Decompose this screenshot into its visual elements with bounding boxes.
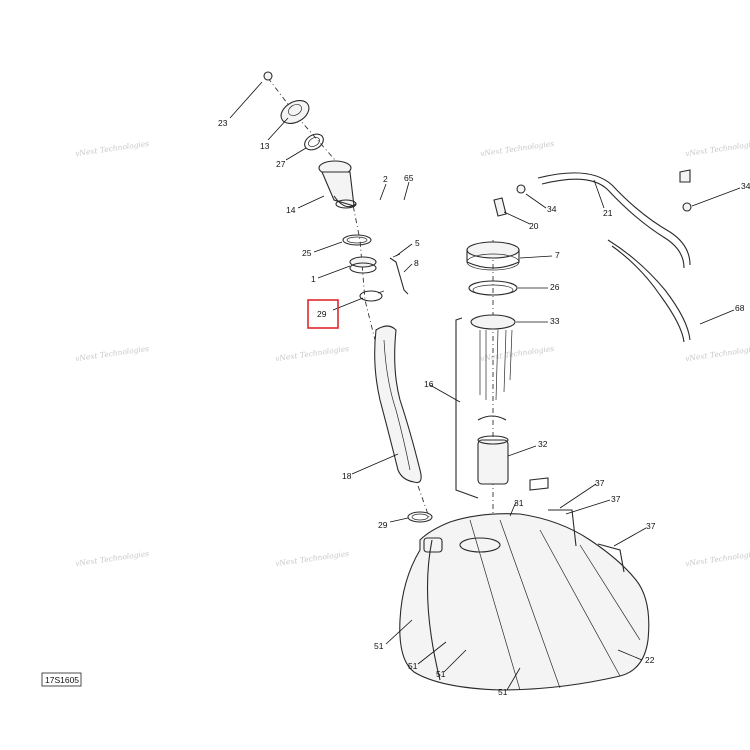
part-18-hose[interactable] bbox=[374, 325, 422, 484]
part-16-pump-module[interactable] bbox=[455, 314, 549, 499]
callout-51[interactable]: 51 bbox=[436, 669, 446, 679]
callout-23[interactable]: 23 bbox=[218, 118, 228, 128]
callout-33[interactable]: 33 bbox=[550, 316, 560, 326]
part-7-lock-ring[interactable] bbox=[466, 241, 520, 271]
callout-7[interactable]: 7 bbox=[555, 250, 560, 260]
part-23-vent[interactable] bbox=[263, 71, 273, 81]
callouts: 23 13 27 14 2 65 25 5 1 8 29 18 29 16 7 … bbox=[218, 118, 750, 697]
callout-34[interactable]: 34 bbox=[547, 204, 557, 214]
watermark: vNext Technologies bbox=[75, 549, 150, 568]
watermark: vNext Technologies bbox=[275, 344, 350, 363]
callout-51[interactable]: 51 bbox=[408, 661, 418, 671]
callout-32[interactable]: 32 bbox=[538, 439, 548, 449]
callout-37[interactable]: 37 bbox=[595, 478, 605, 488]
part-68-hose[interactable] bbox=[607, 239, 691, 343]
part-27-gasket[interactable] bbox=[302, 131, 326, 153]
watermark: vNext Technologies bbox=[685, 549, 750, 568]
callout-26[interactable]: 26 bbox=[550, 282, 560, 292]
part-13-cap[interactable] bbox=[277, 96, 313, 128]
part-8-bracket[interactable] bbox=[389, 253, 409, 295]
watermark: vNext Technologies bbox=[75, 139, 150, 158]
callout-37[interactable]: 37 bbox=[611, 494, 621, 504]
part-1-ring[interactable] bbox=[349, 256, 377, 274]
callout-51[interactable]: 51 bbox=[374, 641, 384, 651]
callout-37[interactable]: 37 bbox=[646, 521, 656, 531]
callout-8[interactable]: 8 bbox=[414, 258, 419, 268]
callout-25[interactable]: 25 bbox=[302, 248, 312, 258]
filler-axis bbox=[267, 77, 431, 521]
part-25-clamp[interactable] bbox=[342, 234, 372, 246]
watermark: vNext Technologies bbox=[685, 139, 750, 158]
watermark: vNext Technologies bbox=[75, 344, 150, 363]
callout-2[interactable]: 2 bbox=[383, 174, 388, 184]
callout-1[interactable]: 1 bbox=[311, 274, 316, 284]
callout-16[interactable]: 16 bbox=[424, 379, 434, 389]
watermark: vNext Technologies bbox=[275, 549, 350, 568]
watermark: vNext Technologies bbox=[480, 344, 555, 363]
callout-14[interactable]: 14 bbox=[286, 205, 296, 215]
part-29-clamp-upper[interactable] bbox=[359, 290, 385, 302]
callout-29[interactable]: 29 bbox=[378, 520, 388, 530]
callout-20[interactable]: 20 bbox=[529, 221, 539, 231]
callout-5[interactable]: 5 bbox=[415, 238, 420, 248]
callout-18[interactable]: 18 bbox=[342, 471, 352, 481]
part-14-filler-neck[interactable] bbox=[318, 160, 357, 209]
part-21-vent-tube[interactable] bbox=[537, 172, 691, 269]
watermarks: vNext Technologies vNext Technologies vN… bbox=[75, 139, 750, 568]
callout-34-right[interactable]: 34 bbox=[741, 181, 750, 191]
part-37-straps[interactable] bbox=[548, 509, 625, 573]
callout-27[interactable]: 27 bbox=[276, 159, 286, 169]
watermark: vNext Technologies bbox=[685, 344, 750, 363]
diagram-code-label: 17S1605 bbox=[45, 675, 79, 685]
leader-lines bbox=[229, 81, 741, 691]
watermark: vNext Technologies bbox=[480, 139, 555, 158]
part-26-gasket[interactable] bbox=[468, 280, 518, 296]
part-29-clamp-lower[interactable] bbox=[407, 511, 433, 523]
callout-65[interactable]: 65 bbox=[404, 173, 414, 183]
callout-51[interactable]: 51 bbox=[498, 687, 508, 697]
callout-22[interactable]: 22 bbox=[645, 655, 655, 665]
callout-21[interactable]: 21 bbox=[603, 208, 613, 218]
callout-29-highlighted[interactable]: 29 bbox=[317, 309, 327, 319]
callout-68[interactable]: 68 bbox=[735, 303, 745, 313]
callout-13[interactable]: 13 bbox=[260, 141, 270, 151]
diagram-code: 17S1605 bbox=[41, 672, 82, 687]
callout-31[interactable]: 31 bbox=[514, 498, 524, 508]
highlight-box bbox=[307, 299, 339, 329]
part-22-fuel-tank[interactable] bbox=[399, 513, 650, 691]
part-20-fitting[interactable] bbox=[493, 169, 692, 217]
